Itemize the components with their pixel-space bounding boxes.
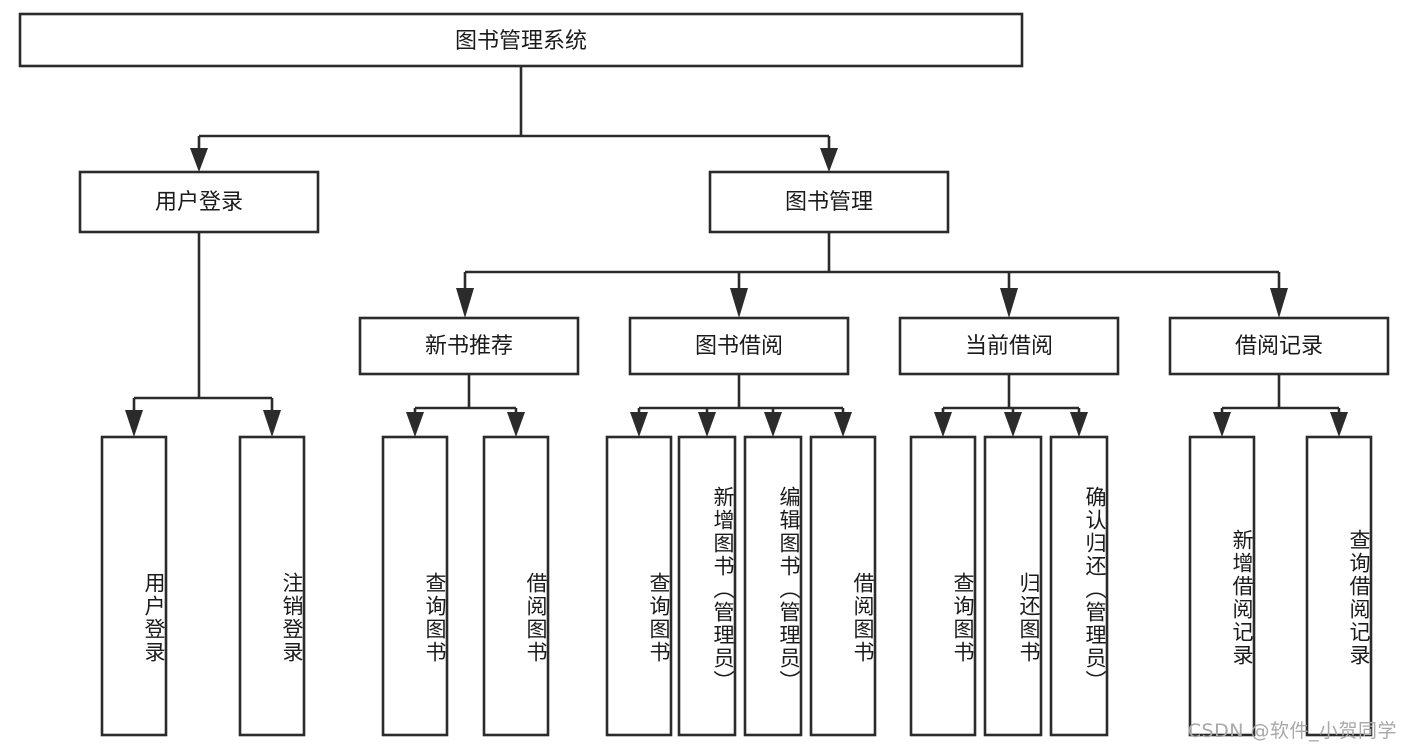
node-book-management[interactable]: 图书管理 [708, 170, 950, 234]
arrowhead-leaf-edit-book [764, 412, 782, 437]
leaf-add-borrow-record-box[interactable] [1188, 435, 1256, 737]
node-root-label: 图书管理系统 [455, 29, 587, 54]
leaf-box-layer [100, 435, 1373, 737]
arrowhead-borrow-record [1270, 288, 1288, 318]
leaf-borrow-book-recommend-box[interactable] [482, 435, 550, 737]
node-book-borrow-label: 图书借阅 [695, 334, 783, 359]
arrowhead-leaf-add-borrow-record [1213, 412, 1231, 437]
node-current-borrow-box[interactable] [898, 316, 1120, 376]
arrowhead-leaf-borrow-book-recommend [507, 412, 525, 437]
arrowhead-leaf-user-login [125, 410, 143, 437]
node-user-login[interactable]: 用户登录 [78, 170, 320, 234]
leaf-return-book-box[interactable] [983, 435, 1043, 737]
arrowhead-user-login [190, 148, 208, 172]
arrowhead-book-management [820, 148, 838, 172]
leaf-confirm-return-box[interactable] [1049, 435, 1109, 737]
node-user-login-label: 用户登录 [155, 190, 243, 215]
node-current-borrow-label: 当前借阅 [965, 334, 1053, 359]
leaf-edit-book-box[interactable] [743, 435, 803, 737]
node-borrow-record-label: 借阅记录 [1235, 334, 1323, 359]
arrowhead-current-borrow [1000, 288, 1018, 318]
leaf-query-book-current-box[interactable] [909, 435, 977, 737]
arrowhead-leaf-confirm-return [1070, 412, 1088, 437]
node-root-box[interactable] [18, 12, 1024, 68]
leaf-borrow-book-box[interactable] [809, 435, 877, 737]
csdn-watermark: CSDN @软件_小贺同学 [1187, 720, 1397, 742]
leaf-query-book-borrow-box[interactable] [605, 435, 673, 737]
node-borrow-record[interactable]: 借阅记录 [1168, 316, 1390, 376]
node-book-management-box[interactable] [708, 170, 950, 234]
node-current-borrow[interactable]: 当前借阅 [898, 316, 1120, 376]
node-new-book-recommend-label: 新书推荐 [425, 334, 513, 359]
arrowhead-leaf-query-borrow-record [1330, 412, 1348, 437]
arrowhead-leaf-return-book [1004, 412, 1022, 437]
arrowhead-leaf-add-book [698, 412, 716, 437]
node-book-borrow-box[interactable] [628, 316, 850, 376]
leaf-user-logout-box[interactable] [238, 435, 306, 737]
arrowhead-new-book-recommend [456, 288, 474, 318]
node-root[interactable]: 图书管理系统 [18, 12, 1024, 68]
leaf-query-borrow-record-box[interactable] [1305, 435, 1373, 737]
leaf-user-login-box[interactable] [100, 435, 168, 737]
arrowhead-leaf-query-book-borrow [630, 412, 648, 437]
connector-layer [125, 66, 1348, 437]
leaf-query-book-recommend-box[interactable] [381, 435, 449, 737]
node-book-management-label: 图书管理 [785, 190, 873, 215]
node-new-book-recommend-box[interactable] [358, 316, 580, 376]
arrowhead-book-borrow [730, 288, 748, 318]
node-new-book-recommend[interactable]: 新书推荐 [358, 316, 580, 376]
node-book-borrow[interactable]: 图书借阅 [628, 316, 850, 376]
node-borrow-record-box[interactable] [1168, 316, 1390, 376]
leaf-add-book-box[interactable] [677, 435, 737, 737]
arrowhead-leaf-query-book-current [934, 412, 952, 437]
node-user-login-box[interactable] [78, 170, 320, 234]
arrowhead-leaf-borrow-book [834, 412, 852, 437]
arrowhead-leaf-user-logout [263, 410, 281, 437]
arrowhead-leaf-query-book-recommend [406, 412, 424, 437]
